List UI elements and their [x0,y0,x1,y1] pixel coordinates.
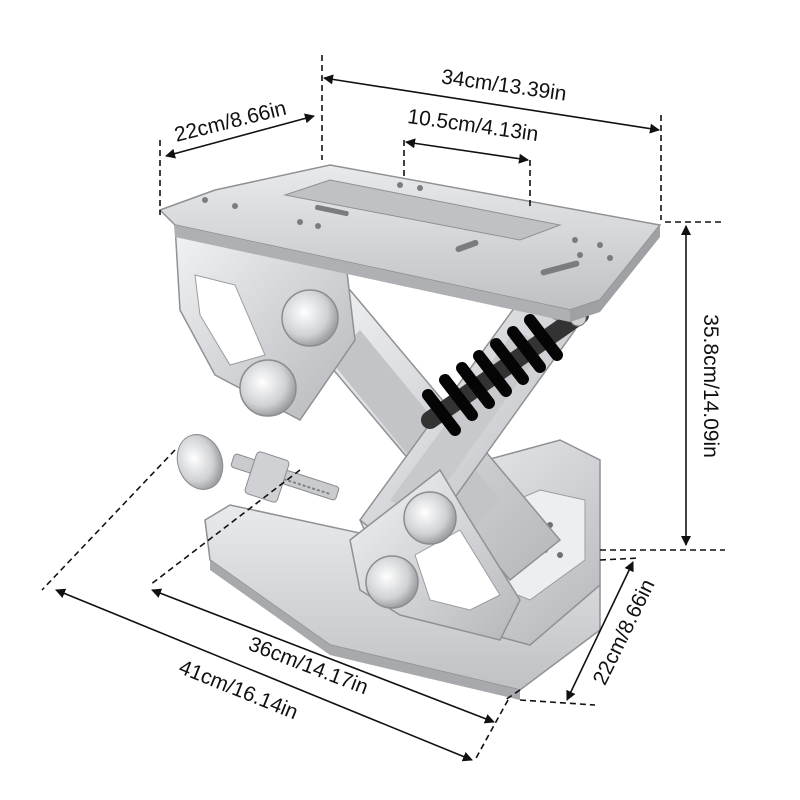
label-height: 35.8cm/14.09in [699,314,722,458]
dim-line-slot-spacing [405,138,529,164]
dim-line-base-depth [566,561,634,701]
dim-line-top-depth [165,113,315,159]
dim-line-top-width [323,74,660,134]
pedal-stand-illustration [158,164,662,700]
dim-line-base-outer [55,588,473,762]
top-mounting-plate [158,164,662,322]
shock-absorber [421,306,589,436]
crank-handle [176,434,340,503]
label-slot-spacing: 10.5cm/4.13in [406,105,540,146]
dimension-lines [41,55,725,762]
extension-lines [41,55,725,761]
